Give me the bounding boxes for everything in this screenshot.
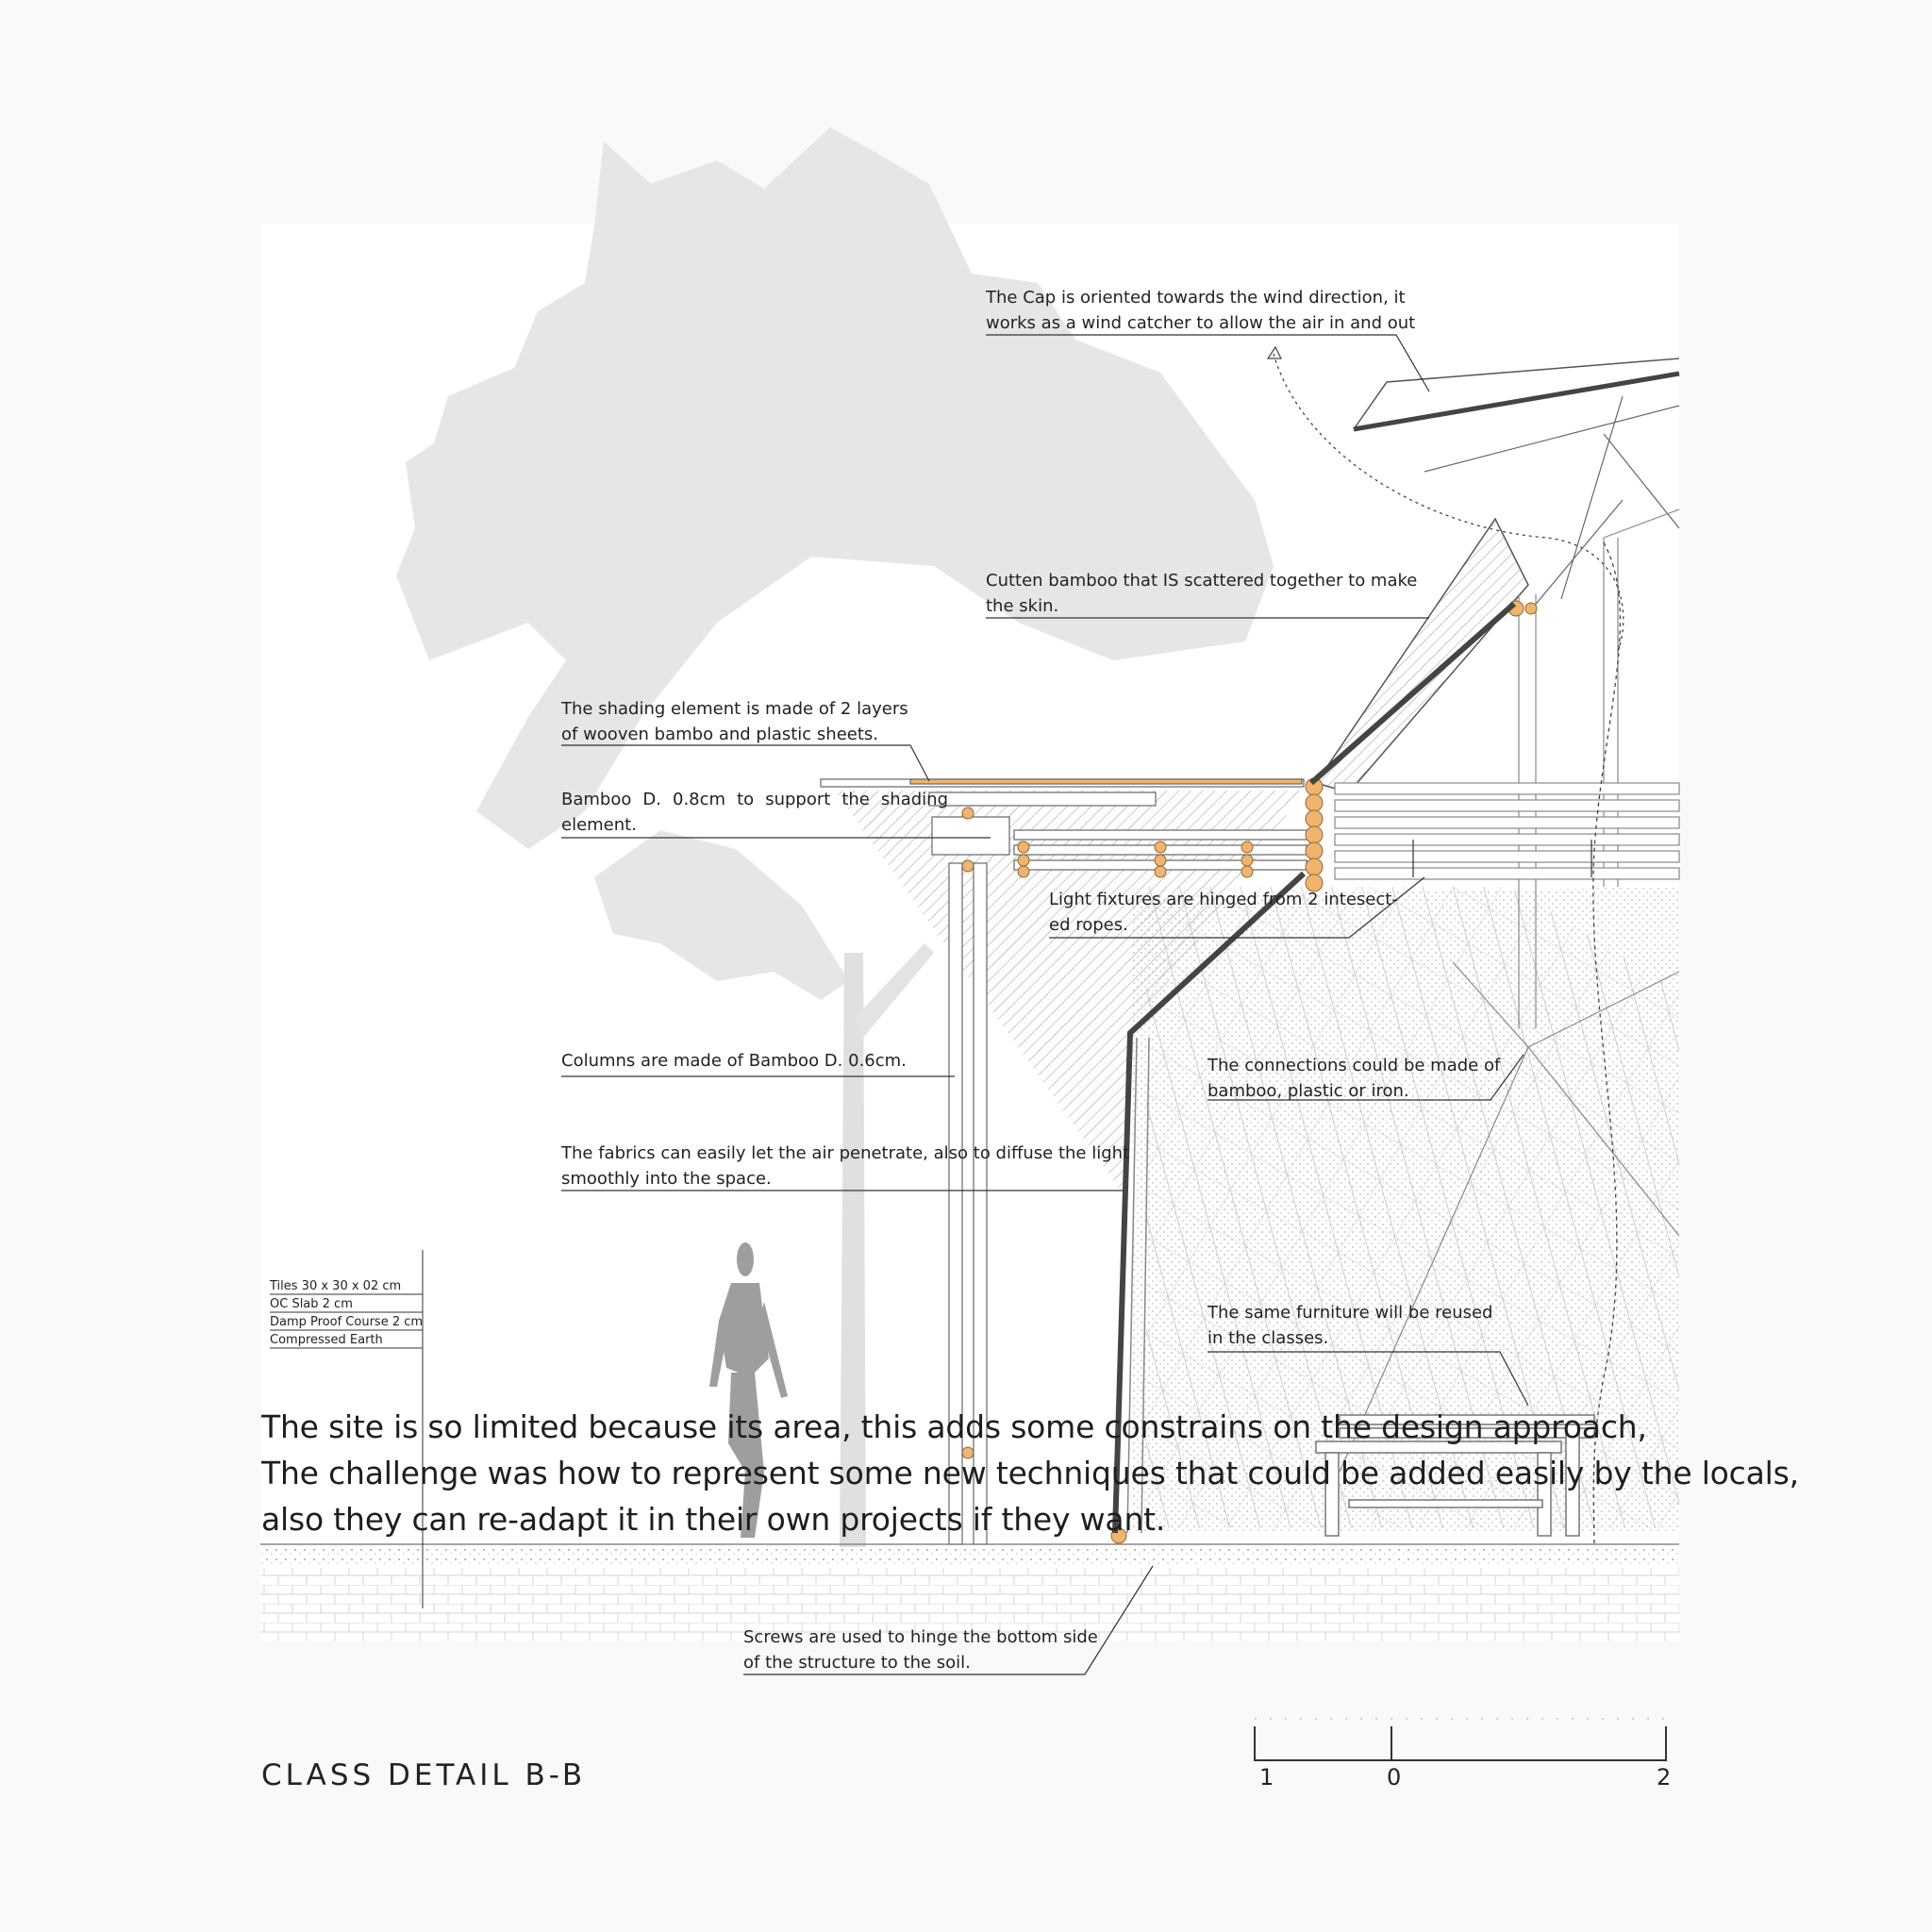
statement-line: The challenge was how to represent some … [261, 1455, 1799, 1491]
tree-canopy [396, 127, 1274, 849]
note-connections: The connections could be made of bamboo,… [1208, 1056, 1501, 1101]
floor-layer-lines [270, 1250, 424, 1608]
ground-gravel [260, 1547, 1679, 1564]
scale-label-2: 2 [1657, 1764, 1672, 1790]
floor-layer: OC Slab 2 cm [270, 1297, 353, 1311]
floor-layer: Tiles 30 x 30 x 02 cm [270, 1279, 402, 1293]
leader-lines [561, 334, 1592, 1675]
columns [948, 862, 988, 1545]
drawing-title: CLASS DETAIL B-B [261, 1758, 587, 1792]
scale-bar [1254, 1726, 1667, 1761]
statement-line: The site is so limited because its area,… [261, 1408, 1647, 1445]
statement-line: also they can re-adapt it in their own p… [261, 1501, 1166, 1538]
cap-edge [1353, 371, 1680, 432]
person-figure [709, 1242, 788, 1538]
tree-canopy-lower [594, 830, 849, 1000]
wind-path [1273, 353, 1624, 652]
cap-plate [1353, 358, 1680, 430]
note-furniture: The same furniture will be reused in the… [1208, 1303, 1493, 1348]
note-light: Light fixtures are hinged from 2 intesec… [1049, 890, 1398, 935]
floor-layer: Compressed Earth [270, 1333, 383, 1347]
note-columns: Columns are made of Bamboo D. 0.6cm. [561, 1051, 907, 1071]
note-screws: Screws are used to hinge the bottom side… [743, 1627, 1098, 1673]
note-bamboo-support: Bamboo D. 0.8cm to support the shading e… [561, 790, 948, 835]
note-skin: Cutten bamboo that IS scattered together… [986, 571, 1418, 616]
design-statement: The site is so limited because its area,… [261, 1404, 1799, 1542]
tree-trunk [840, 953, 866, 1547]
wind-arrow-icon [1266, 345, 1282, 359]
main-frame [1112, 601, 1516, 1534]
bench [1315, 1414, 1595, 1537]
note-cap: The Cap is oriented towards the wind dir… [986, 288, 1416, 333]
floor-layer-legend: Tiles 30 x 30 x 02 cm OC Slab 2 cm Damp … [270, 1277, 423, 1349]
scale-label-1: 1 [1259, 1764, 1274, 1790]
ground-bricks [260, 1568, 1679, 1641]
scale-label-0: 0 [1387, 1764, 1402, 1790]
note-fabrics: The fabrics can easily let the air penet… [561, 1143, 1130, 1189]
note-shading: The shading element is made of 2 layers … [561, 699, 908, 744]
wall-grid [1146, 887, 1679, 1528]
floor-layer: Damp Proof Course 2 cm [270, 1315, 424, 1329]
